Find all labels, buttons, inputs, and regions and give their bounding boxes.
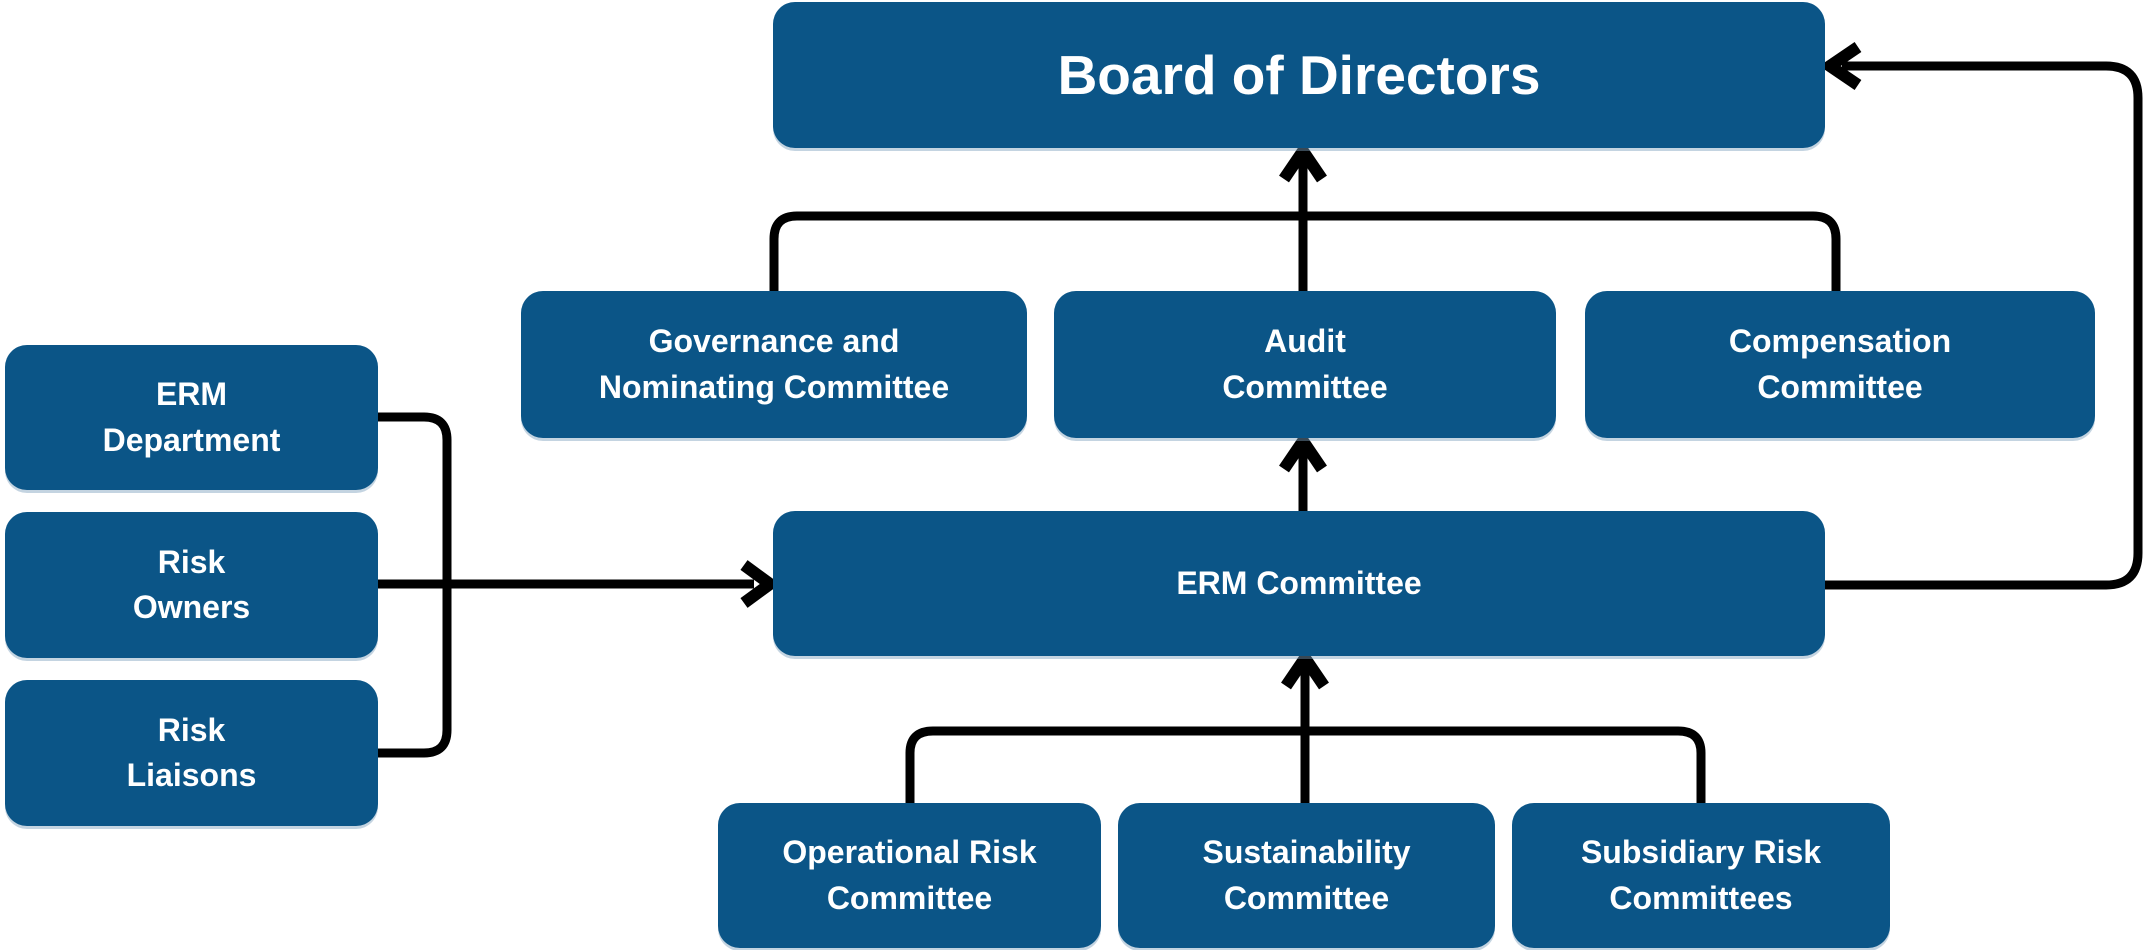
arrowhead-up-board-icon	[1279, 140, 1327, 183]
sustainability-committee-label: Sustainability Committee	[1202, 834, 1411, 916]
audit-committee-label: Audit Committee	[1222, 323, 1388, 405]
arrowhead-up-erm-committee-icon	[1281, 647, 1329, 690]
arrow-erm-committee-to-board-loop	[1825, 61, 2143, 590]
erm-committee-label: ERM Committee	[1176, 564, 1422, 601]
node-sustainability-committee: Sustainability Committee	[1118, 803, 1495, 948]
risk-owners-label: Risk Owners	[132, 543, 251, 625]
node-risk-liaisons: Risk Liaisons	[5, 680, 378, 826]
arrowhead-right-erm-committee-icon	[740, 560, 781, 608]
node-erm-committee: ERM Committee	[773, 511, 1825, 656]
node-governance-nominating-committee: Governance and Nominating Committee	[521, 291, 1027, 438]
arrowhead-left-board-icon	[1819, 42, 1862, 90]
compensation-committee-label: Compensation Committee	[1728, 323, 1952, 405]
node-risk-owners: Risk Owners	[5, 512, 378, 658]
node-operational-risk-committee: Operational Risk Committee	[718, 803, 1101, 948]
node-board-of-directors: Board of Directors	[773, 2, 1825, 148]
governance-nominating-committee-label: Governance and Nominating Committee	[598, 323, 950, 405]
node-compensation-committee: Compensation Committee	[1585, 291, 2095, 438]
operational-risk-committee-label: Operational Risk Committee	[782, 834, 1037, 916]
node-subsidiary-risk-committees: Subsidiary Risk Committees	[1512, 803, 1890, 948]
erm-department-label: ERM Department	[102, 376, 281, 458]
risk-liaisons-label: Risk Liaisons	[126, 711, 257, 793]
arrowhead-up-audit-icon	[1279, 430, 1327, 473]
node-audit-committee: Audit Committee	[1054, 291, 1556, 438]
subsidiary-risk-committees-label: Subsidiary Risk Committees	[1580, 834, 1822, 916]
board-of-directors-label: Board of Directors	[1057, 43, 1541, 106]
node-erm-department: ERM Department	[5, 345, 378, 490]
